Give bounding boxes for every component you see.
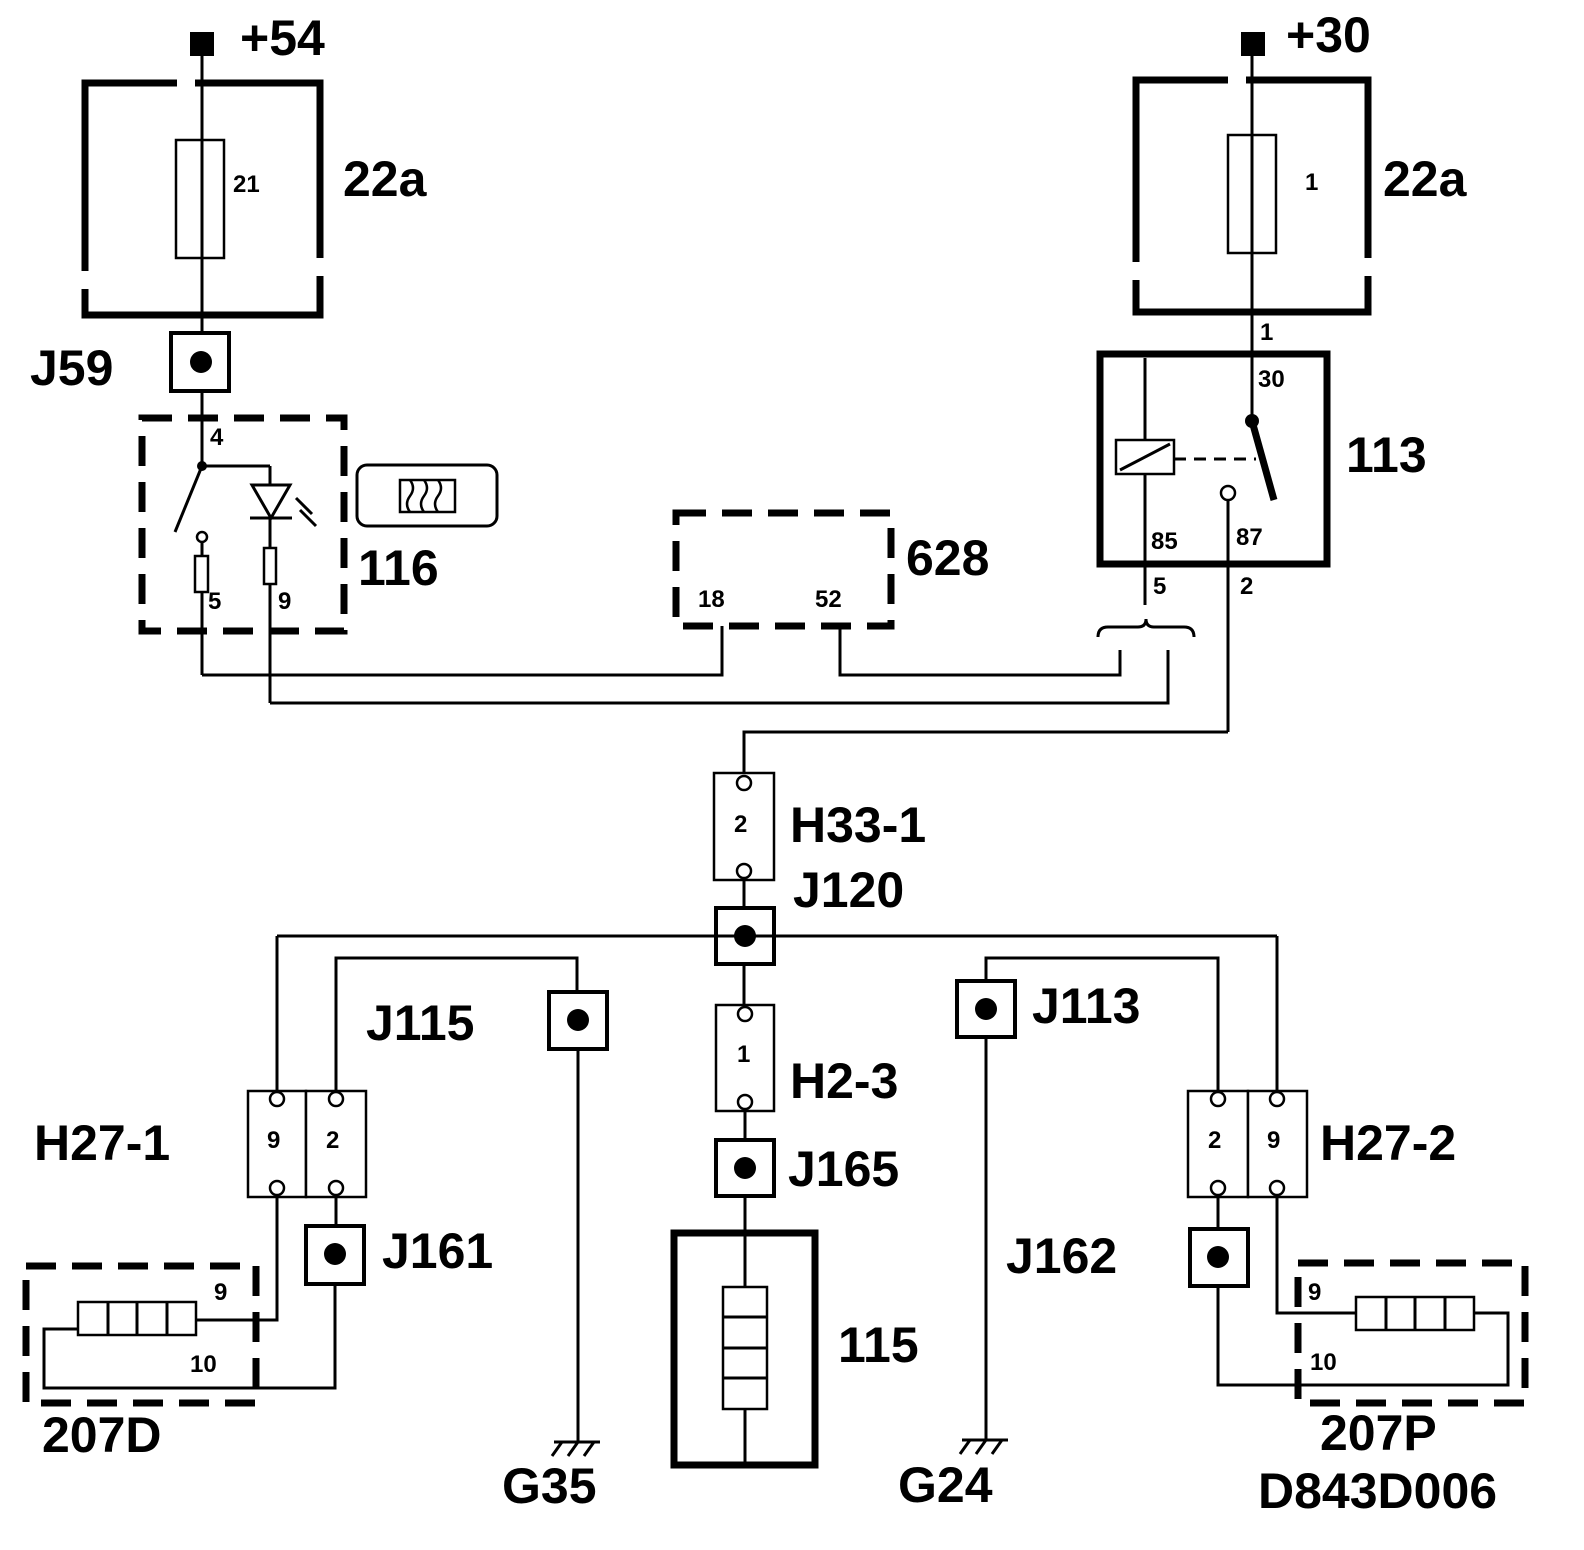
junction-j120-label: J120 [793, 862, 904, 918]
connector-h27-2: 2 9 H27-2 [1186, 1089, 1456, 1199]
connector-h27-2-pin-2: 2 [1208, 1127, 1221, 1154]
fuse-box-right: 1 22a [1132, 76, 1468, 316]
connector-h27-1-pin-2: 2 [326, 1127, 339, 1154]
junction-j162-label: J162 [1006, 1228, 1117, 1284]
switch-116-pin-4: 4 [210, 424, 224, 451]
connector-h27-1-label: H27-1 [34, 1115, 170, 1171]
junction-j115-label: J115 [366, 995, 474, 1051]
heater-207d-label: 207D [42, 1407, 162, 1463]
diagram-id: D843D006 [1258, 1463, 1497, 1519]
relay-113-pin-2: 2 [1240, 573, 1253, 600]
junction-j161-label: J161 [382, 1223, 493, 1279]
junction-j59-label: J59 [30, 340, 113, 396]
fuse-left-box-label: 22a [343, 151, 428, 207]
module-628-pin-18: 18 [698, 586, 725, 613]
connector-h27-1: 9 2 H27-1 [34, 1089, 368, 1199]
relay-113-pin-1: 1 [1260, 319, 1273, 346]
connector-h33-1-label: H33-1 [790, 797, 926, 853]
connector-h27-2-pin-9: 9 [1267, 1127, 1280, 1154]
connector-h27-2-label: H27-2 [1320, 1115, 1456, 1171]
ground-g35: G35 [502, 1440, 600, 1514]
heater-207d-pin-9: 9 [214, 1279, 227, 1306]
junction-j113-label: J113 [1032, 978, 1140, 1034]
supply-terminal-left: +54 [190, 10, 325, 66]
connector-h33-1: 2 H33-1 [712, 771, 926, 882]
rear-defrost-icon [355, 463, 499, 528]
supply-right-label: +30 [1286, 7, 1371, 63]
fuse-right-number: 1 [1305, 169, 1318, 196]
ground-g24: G24 [898, 1438, 1008, 1513]
rear-heater-115-label: 115 [838, 1317, 919, 1373]
relay-113-pin-85: 85 [1151, 528, 1178, 555]
junction-j161: J161 [304, 1223, 493, 1286]
switch-116: 4 5 9 116 [138, 414, 439, 635]
connector-h2-3: 1 H2-3 [714, 1003, 898, 1113]
connector-h2-3-label: H2-3 [790, 1053, 898, 1109]
module-628: 18 52 628 [672, 509, 989, 630]
ground-g24-label: G24 [898, 1457, 993, 1513]
heater-207p-label: 207P [1320, 1405, 1437, 1461]
switch-116-pin-9: 9 [278, 588, 291, 615]
heater-207p-pin-9: 9 [1308, 1279, 1321, 1306]
connector-h33-1-pin: 2 [734, 811, 747, 838]
fuse-left-number: 21 [233, 171, 260, 198]
switch-116-label: 116 [358, 540, 439, 596]
junction-j113: J113 [955, 978, 1140, 1039]
connector-h2-3-pin: 1 [737, 1041, 750, 1068]
supply-terminal-right: +30 [1241, 7, 1371, 63]
fuse-right-box-label: 22a [1383, 151, 1468, 207]
switch-116-pin-5: 5 [208, 588, 221, 615]
heater-207p-pin-10: 10 [1310, 1349, 1337, 1376]
junction-j162: J162 [1006, 1227, 1250, 1288]
relay-113-label: 113 [1346, 427, 1427, 483]
ground-g35-label: G35 [502, 1458, 597, 1514]
relay-113-pin-5: 5 [1153, 573, 1166, 600]
junction-j165: J165 [714, 1138, 899, 1198]
rear-heater-115: 115 [670, 1229, 919, 1469]
junction-j115: J115 [366, 990, 609, 1051]
relay-113-pin-30: 30 [1258, 366, 1285, 393]
module-628-label: 628 [906, 530, 989, 586]
fuse-box-left: 21 22a [81, 79, 428, 319]
junction-j165-label: J165 [788, 1141, 899, 1197]
module-628-pin-52: 52 [815, 586, 842, 613]
connector-h27-1-pin-9: 9 [267, 1127, 280, 1154]
supply-left-label: +54 [240, 10, 325, 66]
relay-113: 1 30 85 87 5 2 113 [1096, 319, 1427, 732]
heater-207d-pin-10: 10 [190, 1351, 217, 1378]
relay-113-pin-87: 87 [1236, 524, 1263, 551]
heater-207d: 9 10 207D [22, 1262, 260, 1463]
junction-j59: J59 [30, 331, 231, 396]
heater-207p: 9 10 207P [1294, 1259, 1529, 1461]
